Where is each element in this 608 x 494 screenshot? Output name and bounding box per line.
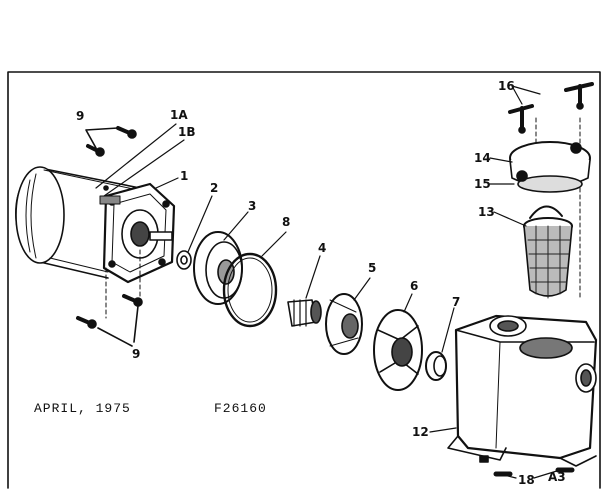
callout-1: 1: [180, 169, 188, 183]
callout-2: 2: [210, 181, 218, 195]
frame-border: [7, 71, 601, 489]
figure-number: F26160: [214, 401, 267, 416]
callout-6: 6: [410, 279, 418, 293]
shaft-seal: [287, 299, 322, 327]
seal-plate: [193, 231, 243, 305]
callout-9-bottom: 9: [132, 347, 140, 361]
pump-housing: [447, 314, 598, 467]
leader-lines: [95, 85, 561, 479]
callout-12: 12: [412, 425, 429, 439]
motor-bolts-bottom: [76, 294, 143, 347]
wear-ring: [425, 351, 447, 381]
callout-7: 7: [452, 295, 460, 309]
callout-18: 18: [518, 473, 535, 487]
callout-4: 4: [318, 241, 326, 255]
revision-date: APRIL, 1975: [34, 401, 131, 416]
page-number: A3: [548, 470, 566, 484]
impeller: [325, 293, 363, 355]
callout-5: 5: [368, 261, 376, 275]
thumb-screws: [508, 82, 594, 134]
callout-13: 13: [478, 205, 495, 219]
callout-9-top: 9: [76, 109, 84, 123]
callout-3: 3: [248, 199, 256, 213]
callout-16: 16: [498, 79, 515, 93]
callout-1b: 1B: [178, 125, 196, 139]
callout-labels: 1A 1B 1 2 3 8 4 5 6 7 9 9 12 13 14 15 16…: [76, 79, 535, 487]
washer: [176, 250, 192, 270]
diffuser: [373, 309, 423, 391]
strainer-lid: [509, 141, 591, 193]
callout-1a: 1A: [170, 108, 188, 122]
callout-14: 14: [474, 151, 491, 165]
strainer-basket: [523, 205, 573, 299]
callout-8: 8: [282, 215, 290, 229]
callout-15: 15: [474, 177, 491, 191]
motor-assembly: [15, 166, 176, 284]
motor-bolts-top: [85, 126, 137, 157]
o-ring: [222, 252, 278, 328]
